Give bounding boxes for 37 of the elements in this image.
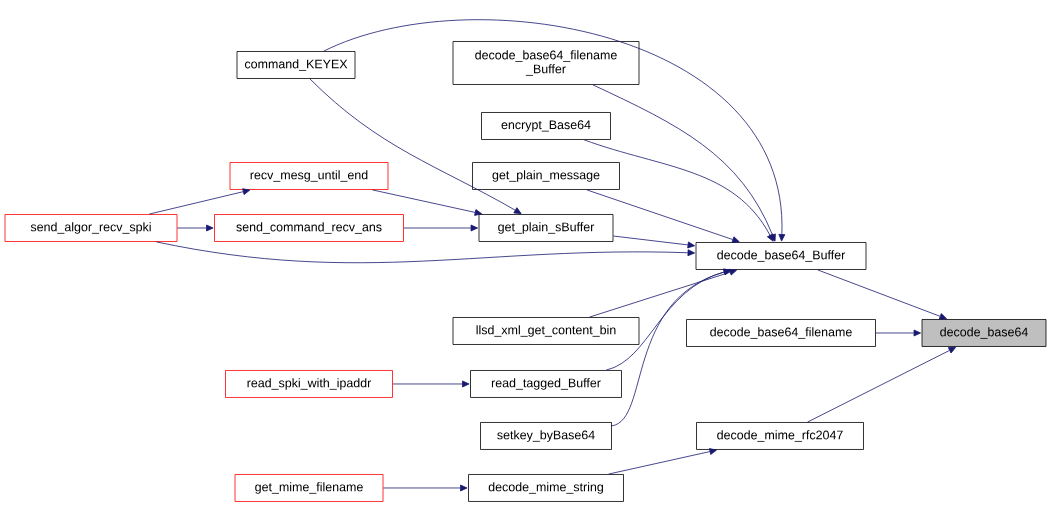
function-box: decode_mime_rfc2047 xyxy=(696,422,864,450)
arrow xyxy=(583,139,774,242)
arrow xyxy=(817,269,947,320)
function-box: get_mime_filename xyxy=(234,474,384,502)
function-box: get_plain_message xyxy=(472,162,620,190)
function-box: setkey_byBase64 xyxy=(480,422,612,450)
arrow xyxy=(608,448,717,475)
arrow xyxy=(148,188,251,215)
arrow xyxy=(309,78,522,214)
function-box: read_tagged_Buffer xyxy=(470,370,622,398)
function-box: llsd_xml_get_content_bin xyxy=(452,317,640,345)
arrow xyxy=(323,19,786,242)
arrow xyxy=(589,268,737,318)
arrow xyxy=(875,329,921,337)
function-box: encrypt_Base64 xyxy=(481,112,611,140)
function-box: decode_base64 xyxy=(921,319,1047,347)
arrow xyxy=(383,484,468,492)
function-box: decode_base64_filename xyxy=(686,319,876,347)
function-box: command_KEYEX xyxy=(236,51,356,79)
function-box: decode_base64_filename _Buffer xyxy=(452,41,640,85)
arrow xyxy=(392,380,470,388)
arrow xyxy=(613,235,695,249)
arrow xyxy=(155,241,695,264)
arrow xyxy=(371,189,483,216)
function-box: get_plain_sBuffer xyxy=(478,214,614,242)
function-box: decode_mime_string xyxy=(468,474,624,502)
arrow xyxy=(592,84,776,242)
arrow xyxy=(611,268,732,427)
arrow xyxy=(586,189,740,243)
arrow xyxy=(403,224,478,232)
arrow xyxy=(177,224,214,232)
arrow xyxy=(807,346,956,423)
function-box: recv_mesg_until_end xyxy=(229,162,389,190)
function-box: decode_base64_Buffer xyxy=(695,242,867,270)
function-box: send_command_recv_ans xyxy=(214,214,404,242)
function-box: read_spki_with_ipaddr xyxy=(225,370,393,398)
function-box: send_algor_recv_spki xyxy=(4,214,178,242)
